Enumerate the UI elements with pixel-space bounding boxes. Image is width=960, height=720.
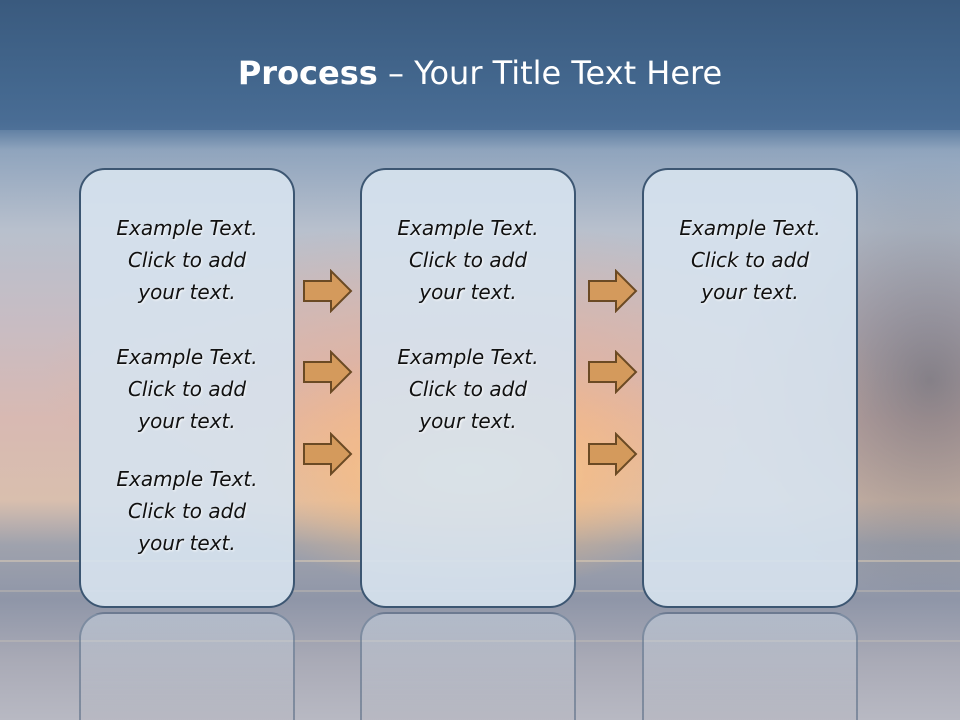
text-line: your text. (419, 280, 517, 304)
text-line: Click to add (408, 248, 528, 272)
right-arrow-icon (588, 432, 638, 476)
text-block[interactable]: Example Text. Click to add your text. (81, 463, 293, 559)
title-rest: – Your Title Text Here (387, 54, 723, 92)
text-block[interactable]: Example Text. Click to add your text. (362, 212, 574, 308)
text-line: your text. (701, 280, 799, 304)
text-line: your text. (138, 409, 236, 433)
text-line: Example Text. (679, 216, 821, 240)
text-line: Example Text. (116, 345, 258, 369)
text-line: Click to add (408, 377, 528, 401)
process-box-2[interactable]: Example Text. Click to add your text. Ex… (360, 168, 576, 608)
slide-title[interactable]: Process – Your Title Text Here (0, 54, 960, 92)
text-line: Click to add (127, 377, 247, 401)
right-arrow-icon (588, 350, 638, 394)
text-line: Example Text. (397, 345, 539, 369)
right-arrow-icon (303, 432, 353, 476)
text-block[interactable]: Example Text. Click to add your text. (81, 212, 293, 308)
title-band (0, 0, 960, 130)
box-reflection (642, 612, 858, 720)
process-box-3[interactable]: Example Text. Click to add your text. (642, 168, 858, 608)
text-line: Click to add (690, 248, 810, 272)
text-line: Example Text. (116, 216, 258, 240)
process-box-1[interactable]: Example Text. Click to add your text. Ex… (79, 168, 295, 608)
right-arrow-icon (588, 269, 638, 313)
text-line: your text. (138, 531, 236, 555)
text-line: your text. (419, 409, 517, 433)
text-block[interactable]: Example Text. Click to add your text. (81, 341, 293, 437)
right-arrow-icon (303, 269, 353, 313)
text-line: Example Text. (116, 467, 258, 491)
text-line: your text. (138, 280, 236, 304)
right-arrow-icon (303, 350, 353, 394)
box-reflection (360, 612, 576, 720)
text-line: Click to add (127, 499, 247, 523)
text-block[interactable]: Example Text. Click to add your text. (362, 341, 574, 437)
box-reflection (79, 612, 295, 720)
text-block[interactable]: Example Text. Click to add your text. (644, 212, 856, 308)
title-bold: Process (237, 54, 378, 92)
text-line: Example Text. (397, 216, 539, 240)
sea-shimmer (0, 640, 960, 642)
text-line: Click to add (127, 248, 247, 272)
